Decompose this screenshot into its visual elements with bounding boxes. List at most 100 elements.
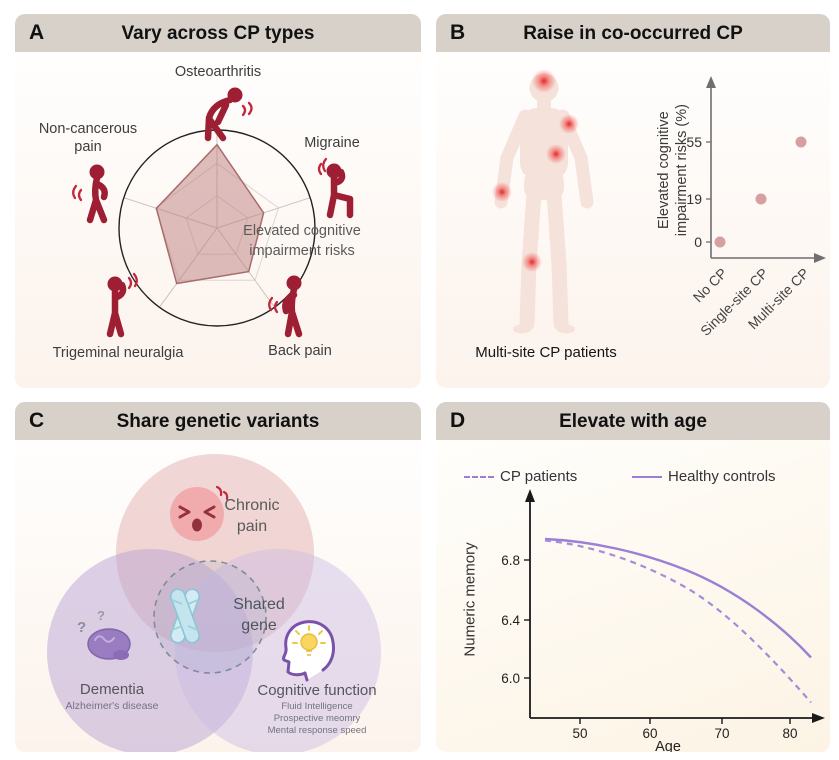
- panel-c-header: C Share genetic variants: [15, 402, 421, 440]
- dot-no-cp: [714, 236, 726, 248]
- radar-center-annotation: Elevated cognitive impairment risks: [217, 222, 387, 261]
- pain-spot-shoulder: [559, 114, 579, 134]
- line-chart-y-axis-label: Numeric memory: [461, 542, 479, 657]
- label-chronic-pain-line2: pain: [236, 517, 268, 535]
- radar-data-polygon: [155, 143, 265, 285]
- pain-spot-knee: [522, 252, 542, 272]
- y-axis-arrow: [525, 489, 535, 502]
- label-back-pain: Back pain: [268, 343, 332, 359]
- x-axis-arrow: [812, 713, 825, 723]
- label-cognitive-function: Cognitive function: [257, 682, 377, 699]
- panel-b-graphics: 55 19 0 No CP Single-site CP Multi-site …: [492, 69, 826, 339]
- venn-diagram: ? ?: [47, 454, 381, 752]
- panel-c-body: ? ? Chronic pain Shared gene Dement: [15, 440, 421, 752]
- panel-d-header: D Elevate with age: [436, 402, 830, 440]
- xtick-80: 80: [782, 726, 797, 741]
- line-chart: 6.8 6.4 6.0 50 60 70 80 Age: [501, 489, 825, 752]
- osteoarthritis-icon: [204, 87, 253, 142]
- xtick-60: 60: [642, 726, 657, 741]
- cognitive-sub-list: Fluid Intelligence Prospective meomry Me…: [242, 701, 392, 737]
- label-non-cancerous-line1: Non-cancerous: [38, 121, 138, 137]
- dot-single-site-cp: [755, 193, 767, 205]
- cognitive-sub-mental-response-speed: Mental response speed: [267, 725, 367, 736]
- line-chart-axes: [529, 500, 814, 719]
- chromosome-icon: [170, 588, 200, 644]
- cognitive-sub-fluid-intelligence: Fluid Intelligence: [281, 701, 353, 712]
- ytick-6-4: 6.4: [501, 613, 520, 628]
- ytick-0: 0: [694, 234, 702, 250]
- panel-a-title: Vary across CP types: [121, 23, 315, 44]
- panel-b-letter: B: [450, 21, 466, 44]
- cp-patients-curve: [544, 539, 812, 704]
- panel-a-letter: A: [29, 21, 45, 44]
- scatter-y-axis-label: Elevated cognitive impairment risks (%): [655, 70, 691, 270]
- y-axis-arrow: [706, 76, 716, 88]
- panel-b-header: B Raise in co-occurred CP: [436, 14, 830, 52]
- x-axis-arrow: [814, 253, 826, 263]
- cognitive-function-head-icon: [282, 620, 335, 682]
- scatter-y-axis-label-line1: Elevated cognitive: [655, 111, 672, 229]
- panel-d-body: CP patients Healthy controls: [436, 440, 830, 752]
- label-trigeminal: Trigeminal neuralgia: [52, 345, 184, 361]
- dementia-brain-icon: ? ?: [77, 608, 131, 660]
- panel-b-body: 55 19 0 No CP Single-site CP Multi-site …: [436, 52, 830, 388]
- body-caption: Multi-site CP patients: [475, 344, 617, 361]
- ytick-19: 19: [686, 191, 702, 207]
- back-pain-icon: [268, 275, 303, 338]
- line-chart-ticks: [524, 559, 791, 724]
- scatter-y-axis-label-line2: impairment risks (%): [674, 104, 690, 237]
- panel-c-title: Share genetic variants: [116, 411, 320, 432]
- label-shared-gene-line2: gene: [241, 616, 277, 634]
- panel-c: C Share genetic variants: [15, 402, 421, 752]
- label-dementia: Dementia: [79, 681, 145, 698]
- panel-d-title: Elevate with age: [559, 411, 707, 432]
- trigeminal-neuralgia-icon: [106, 272, 138, 338]
- ytick-6-0: 6.0: [501, 671, 520, 686]
- pain-spot-head: [532, 69, 556, 93]
- ytick-6-8: 6.8: [501, 553, 520, 568]
- pain-spots: [492, 69, 579, 272]
- panel-c-letter: C: [29, 409, 45, 432]
- chronic-pain-face-icon: [170, 485, 229, 541]
- label-migraine: Migraine: [304, 135, 360, 151]
- question-mark-icon: ?: [77, 619, 86, 636]
- panel-d: D Elevate with age CP patients Healthy c…: [436, 402, 830, 752]
- panel-d-letter: D: [450, 409, 466, 432]
- label-non-cancerous-line2: pain: [74, 139, 102, 156]
- dot-multi-site-cp: [795, 136, 807, 148]
- radar-center-annotation-line2: impairment risks: [249, 242, 355, 259]
- panel-b: B Raise in co-occurred CP: [436, 14, 830, 388]
- legend-healthy-controls: Healthy controls: [668, 468, 776, 485]
- pain-spot-hand: [492, 182, 512, 202]
- radar-chart: [72, 87, 354, 338]
- label-chronic-pain-line1: Chronic: [224, 497, 280, 514]
- cognitive-sub-prospective-memory: Prospective meomry: [273, 713, 361, 724]
- radar-center-annotation-line1: Elevated cognitive: [243, 223, 361, 239]
- scatter-axes: [710, 86, 816, 259]
- legend-dashed-line-sample: [464, 476, 494, 478]
- label-alzheimers: Alzheimer's disease: [65, 700, 159, 712]
- panel-a: A Vary across CP types: [15, 14, 421, 388]
- panel-a-header: A Vary across CP types: [15, 14, 421, 52]
- label-shared-gene: Shared gene: [214, 595, 304, 637]
- venn-circle-cognitive-function: [175, 549, 381, 752]
- label-chronic-pain: Chronic pain: [207, 496, 297, 538]
- xtick-70: 70: [714, 726, 729, 741]
- scatter-yticks: [706, 141, 711, 243]
- legend-cp-patients: CP patients: [500, 468, 578, 485]
- label-osteoarthritis: Osteoarthritis: [174, 64, 262, 80]
- question-mark-icon: ?: [97, 608, 105, 623]
- non-cancerous-pain-icon: [72, 164, 108, 224]
- ytick-55: 55: [686, 134, 702, 150]
- panel-a-body: Osteoarthritis Migraine Non-cancerous pa…: [15, 52, 421, 388]
- shared-gene-dashed-circle: [153, 560, 267, 674]
- healthy-controls-curve: [544, 537, 812, 659]
- migraine-icon: [317, 157, 354, 219]
- patient-body-silhouette: [494, 73, 594, 334]
- venn-circle-dementia: [47, 549, 253, 752]
- panel-b-title: Raise in co-occurred CP: [523, 23, 743, 44]
- x-axis-label: Age: [655, 739, 681, 752]
- legend-solid-line-sample: [632, 476, 662, 478]
- pain-spot-chest: [546, 144, 566, 164]
